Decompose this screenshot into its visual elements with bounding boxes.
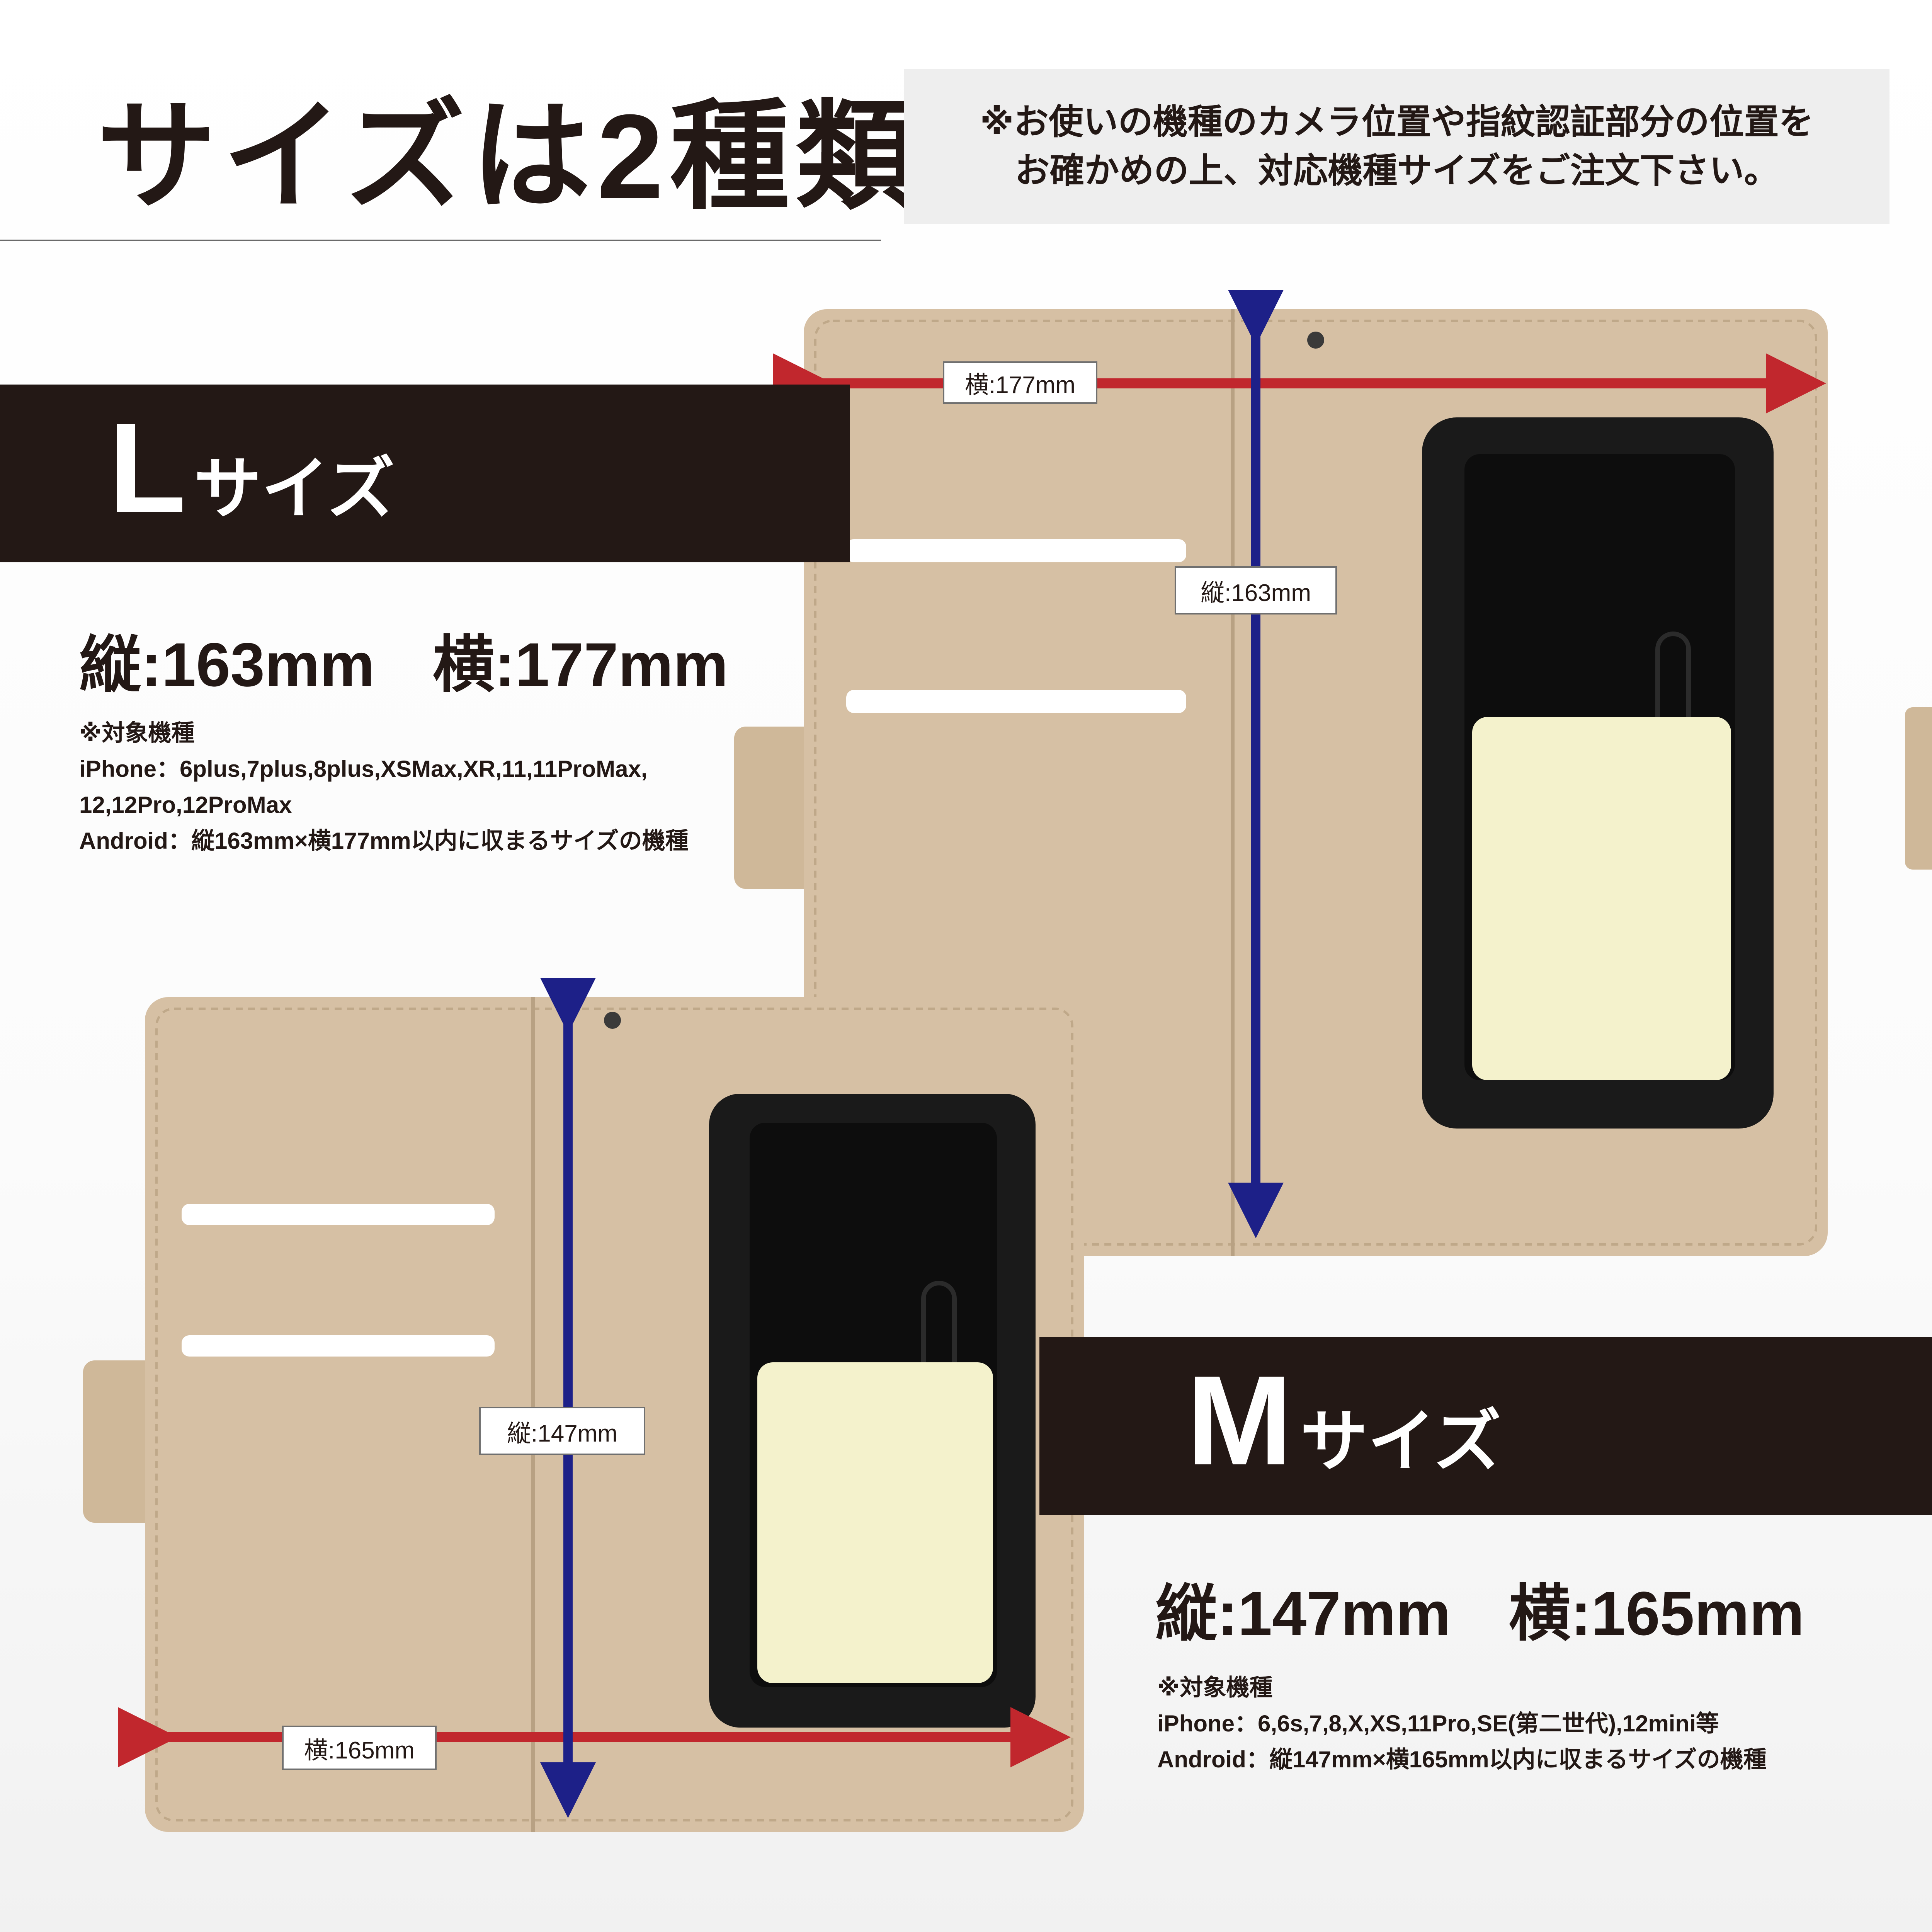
l-models-line-2: 12,12Pro,12ProMax [79,792,292,818]
title-divider [0,240,881,241]
l-wallet-strap-right [1905,707,1932,870]
notice-box: ※お使いの機種のカメラ位置や指紋認証部分の位置を お確かめの上、対応機種サイズを… [904,69,1889,224]
l-compatible-models: ※対象機種 iPhone：6plus,7plus,8plus,XSMax,XR,… [79,715,689,859]
l-models-heading: ※対象機種 [79,720,195,746]
notice-line-2: お確かめの上、対応機種サイズをご注文下さい。 [1015,151,1779,190]
l-models-line-1: iPhone：6plus,7plus,8plus,XSMax,XR,11,11P… [79,756,648,782]
m-models-line-2: Android：縦147mm×横165mm以内に収まるサイズの機種 [1157,1746,1767,1772]
m-height-dimension: 縦:147mm [1155,1579,1451,1648]
m-wallet-card-slot-1 [182,1204,495,1225]
m-size-wallet [83,978,1128,1832]
l-wallet-card-slot-1 [846,539,1186,562]
m-wallet-strap-left [83,1360,160,1523]
m-wallet-card-slot-2 [182,1335,495,1357]
l-size-suffix: サイズ [194,451,395,527]
l-size-letter: L [108,396,186,539]
l-height-dimension: 縦:163mm [79,630,375,699]
m-width-dimension: 横:165mm [1509,1579,1804,1648]
m-compatible-models: ※対象機種 iPhone：6,6s,7,8,X,XS,11Pro,SE(第二世代… [1157,1670,1767,1777]
notice-line-1: ※お使いの機種のカメラ位置や指紋認証部分の位置を [980,103,1814,141]
m-size-suffix: サイズ [1300,1404,1501,1479]
m-wallet-stitching [155,1008,1073,1821]
m-size-letter: M [1186,1349,1293,1491]
l-wallet-stitching [814,320,1817,1246]
m-height-label: 縦:147mm [479,1407,645,1455]
l-sticky-pad [1472,717,1731,1080]
m-sticky-pad [757,1362,993,1683]
l-wallet-card-slot-2 [846,690,1186,713]
m-wallet-strap-hole [604,1012,621,1029]
m-width-label: 横:165mm [282,1726,437,1770]
l-wallet-strap-hole [1307,332,1324,349]
m-models-heading: ※対象機種 [1157,1675,1273,1701]
m-size-band: M サイズ [1039,1337,1932,1515]
l-size-band: L サイズ [0,385,850,562]
l-width-label: 横:177mm [943,361,1097,404]
l-height-label: 縦:163mm [1175,566,1337,614]
l-width-dimension: 横:177mm [432,630,728,699]
page-title: サイズは2種類 [97,89,922,223]
m-models-line-1: iPhone：6,6s,7,8,X,XS,11Pro,SE(第二世代),12mi… [1157,1711,1719,1736]
l-models-line-3: Android：縦163mm×横177mm以内に収まるサイズの機種 [79,828,689,854]
